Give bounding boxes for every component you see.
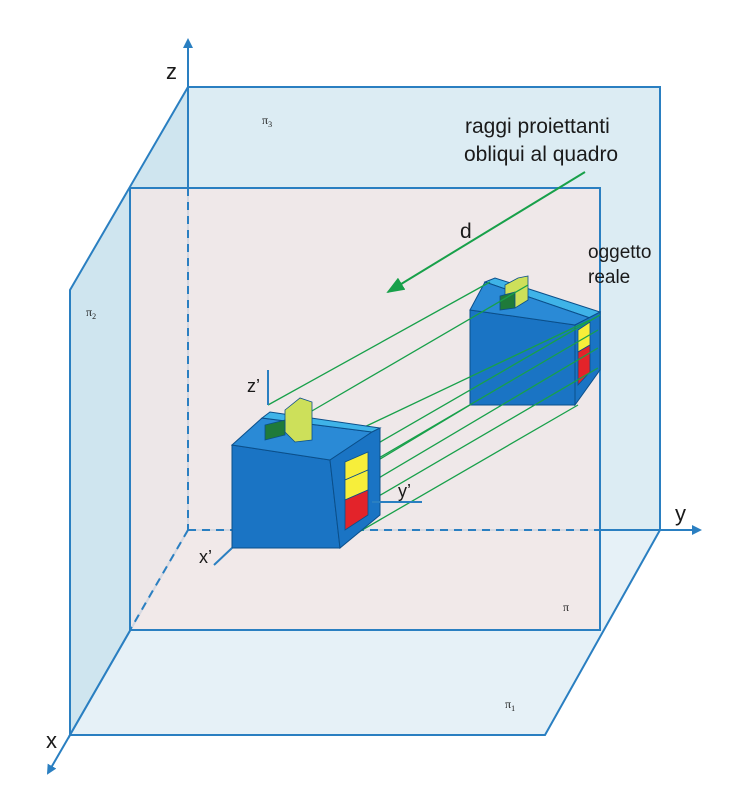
y-axis-label: y bbox=[675, 501, 686, 526]
object-label-line2: reale bbox=[588, 267, 630, 288]
x-axis-label: x bbox=[46, 728, 57, 753]
projected-y-label: y’ bbox=[398, 481, 411, 501]
z-axis-label: z bbox=[166, 59, 177, 84]
pi1-label: π1 bbox=[505, 697, 515, 713]
rays-label-line2: obliqui al quadro bbox=[464, 143, 618, 166]
projected-x-axis bbox=[213, 547, 233, 566]
pi-label: π bbox=[563, 600, 569, 614]
object-label-line1: oggetto bbox=[588, 242, 651, 263]
projected-z-label: z’ bbox=[247, 376, 260, 396]
real-object bbox=[469, 275, 602, 407]
projected-object bbox=[230, 397, 382, 549]
rays-label-line1: raggi proiettanti bbox=[465, 115, 610, 138]
projected-x-label: x’ bbox=[199, 547, 212, 567]
direction-label: d bbox=[460, 220, 472, 243]
pi2-label: π2 bbox=[86, 305, 96, 321]
direction-arrow bbox=[386, 171, 586, 294]
pi3-label: π3 bbox=[262, 113, 272, 129]
x-axis bbox=[46, 734, 71, 775]
hidden-edge-floor-side bbox=[129, 529, 189, 631]
